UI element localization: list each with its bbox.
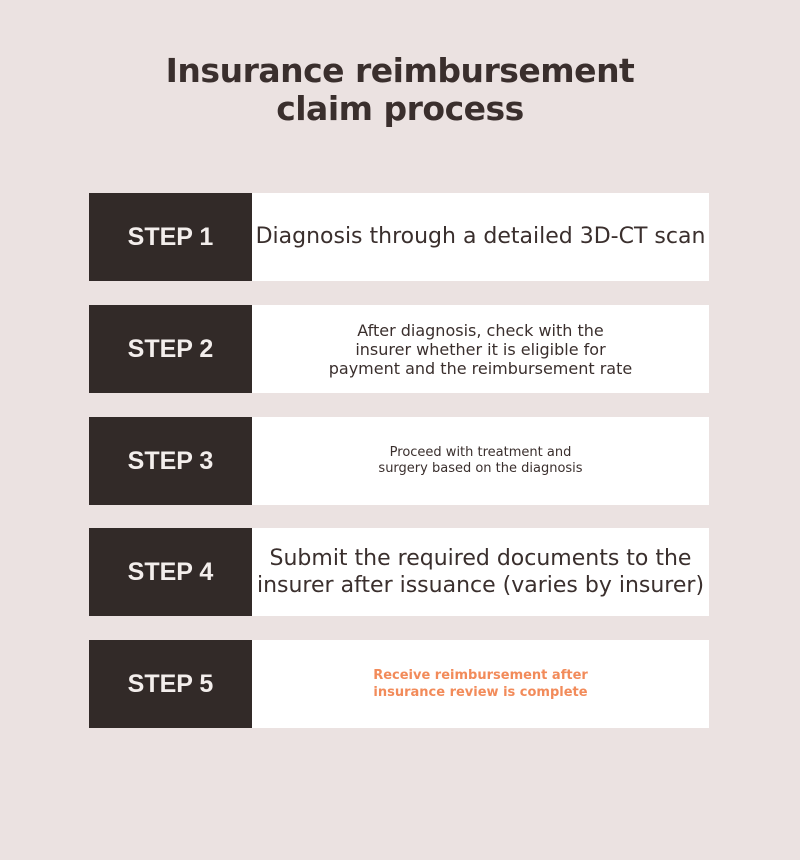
step-3: STEP 3 Proceed with treatment and surger… <box>89 417 709 505</box>
step-5-label: STEP 5 <box>89 640 252 728</box>
page-title-line-1: Insurance reimbursement <box>165 51 635 90</box>
step-2: STEP 2 After diagnosis, check with the i… <box>89 305 709 393</box>
step-1: STEP 1 Diagnosis through a detailed 3D-C… <box>89 193 709 281</box>
step-2-line-3: payment and the reimbursement rate <box>328 358 633 378</box>
step-4-label: STEP 4 <box>89 528 252 616</box>
steps-list: STEP 1 Diagnosis through a detailed 3D-C… <box>89 193 709 751</box>
step-3-line-1: Proceed with treatment and <box>389 445 572 460</box>
step-4: STEP 4 Submit the required documents to … <box>89 528 709 616</box>
step-4-line-1: Submit the required documents to the <box>269 546 692 571</box>
step-4-description: Submit the required documents to the ins… <box>252 528 709 616</box>
step-1-label: STEP 1 <box>89 193 252 281</box>
step-3-description: Proceed with treatment and surgery based… <box>252 417 709 505</box>
step-2-line-2: insurer whether it is eligible for <box>355 339 606 359</box>
step-2-line-1: After diagnosis, check with the <box>357 320 604 340</box>
step-3-label: STEP 3 <box>89 417 252 505</box>
step-1-line-1: Diagnosis through a detailed 3D-CT scan <box>255 224 706 249</box>
step-5-line-1: Receive reimbursement after <box>373 668 588 683</box>
step-3-line-2: surgery based on the diagnosis <box>378 461 583 476</box>
step-5-line-2: insurance review is complete <box>373 685 588 700</box>
step-2-label: STEP 2 <box>89 305 252 393</box>
step-5: STEP 5 Receive reimbursement after insur… <box>89 640 709 728</box>
step-5-accent-text: Receive reimbursement after insurance re… <box>373 667 588 701</box>
page-title-line-2: claim process <box>276 89 524 128</box>
step-4-line-2: insurer after issuance (varies by insure… <box>256 573 705 598</box>
step-5-description: Receive reimbursement after insurance re… <box>252 640 709 728</box>
step-2-description: After diagnosis, check with the insurer … <box>252 305 709 393</box>
step-1-description: Diagnosis through a detailed 3D-CT scan <box>252 193 709 281</box>
page-title: Insurance reimbursement claim process <box>0 52 800 128</box>
